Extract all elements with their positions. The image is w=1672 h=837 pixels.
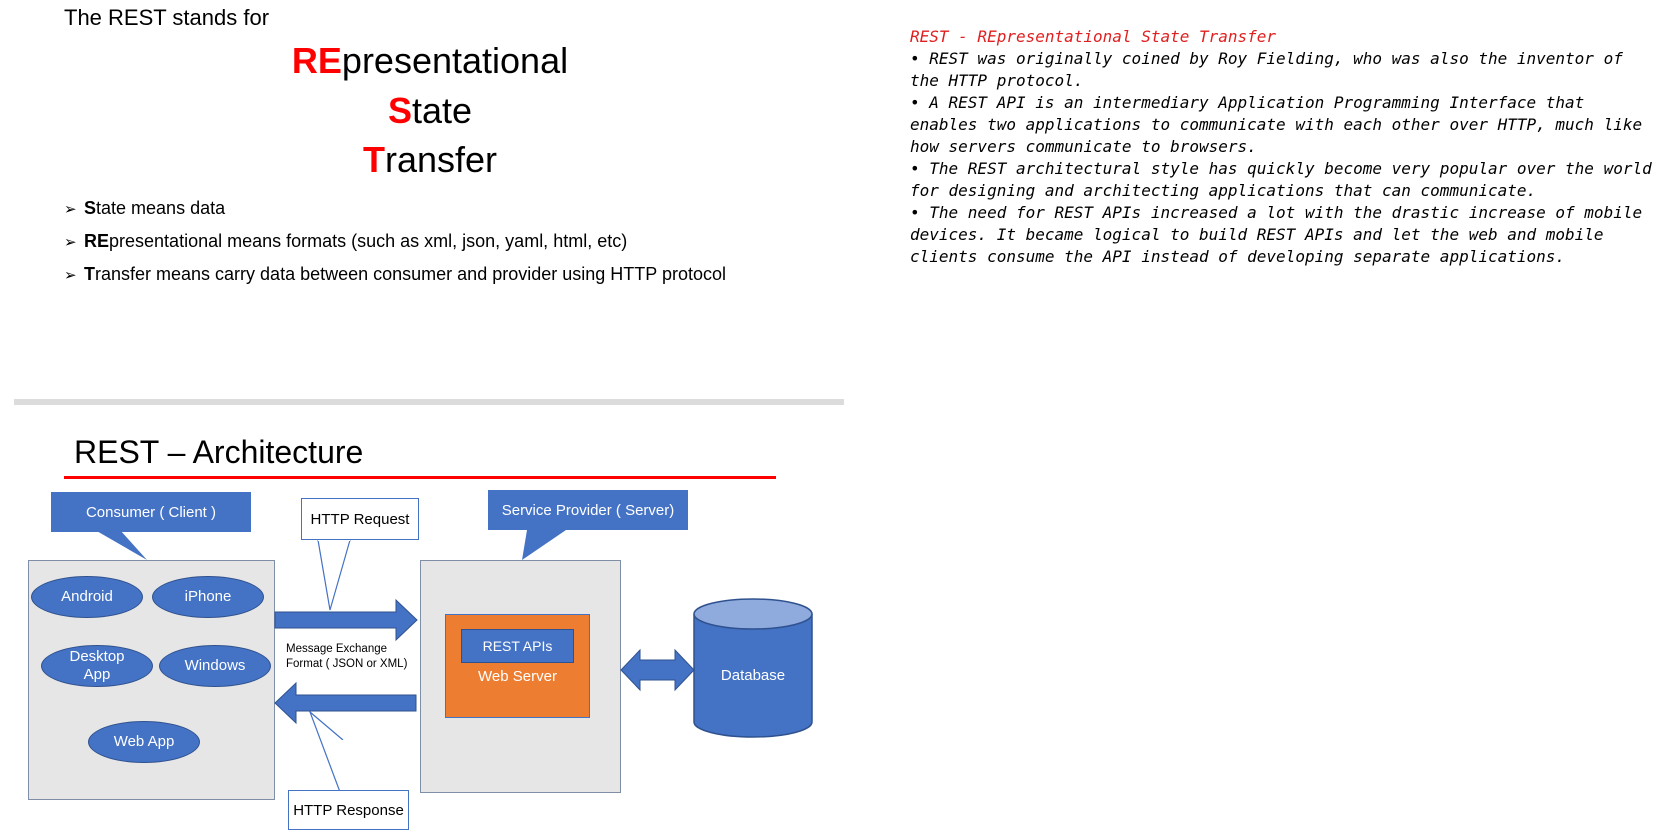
notes-point: • A REST API is an intermediary Applicat… — [910, 93, 1643, 156]
database-label: Database — [720, 667, 786, 684]
notes-point: • The REST architectural style has quick… — [910, 159, 1652, 200]
bullet-text: tate means data — [96, 198, 226, 218]
notes-block: REST - REpresentational State Transfer •… — [910, 26, 1655, 268]
rest-apis-box: REST APIs — [461, 629, 574, 663]
request-callout-tail — [317, 539, 351, 611]
message-line: Format ( JSON or XML) — [286, 658, 408, 670]
client-windows: Windows — [159, 645, 271, 687]
http-response-callout: HTTP Response — [288, 790, 409, 830]
client-iphone: iPhone — [152, 576, 264, 618]
notes-title: REST - REpresentational State Transfer — [910, 27, 1277, 46]
acronym-highlight: RE — [291, 40, 342, 81]
client-desktop-line: App — [83, 666, 111, 683]
database-icon — [693, 598, 813, 738]
notes-point: • REST was originally coined by Roy Fiel… — [910, 49, 1623, 90]
section-divider — [14, 399, 844, 405]
bullet-item: ➢ State means data — [64, 198, 225, 219]
title-underline — [64, 476, 776, 479]
notes-point: • The need for REST APIs increased a lot… — [910, 203, 1643, 266]
acronym-highlight: S — [387, 90, 412, 131]
provider-callout: Service Provider ( Server) — [488, 490, 688, 530]
acronym-rest: tate — [411, 90, 473, 131]
bullet-text: presentational means formats (such as xm… — [109, 231, 628, 251]
client-web-app: Web App — [88, 721, 200, 763]
acronym-line-representational: REpresentational — [0, 40, 860, 82]
arrow-bullet-icon: ➢ — [64, 267, 77, 284]
acronym-line-state: State — [0, 90, 860, 132]
consumer-callout-tail — [95, 530, 147, 560]
response-callout-tail — [308, 710, 344, 801]
arrow-bullet-icon: ➢ — [64, 201, 77, 218]
bullet-bold: RE — [84, 231, 110, 251]
web-server-label: Web Server — [478, 668, 557, 685]
http-request-callout: HTTP Request — [301, 498, 419, 540]
provider-callout-tail — [522, 530, 566, 560]
bullet-bold: S — [84, 198, 97, 218]
bullet-bold: T — [84, 264, 95, 284]
bidirectional-arrow-icon — [620, 648, 695, 692]
bullet-item: ➢ Transfer means carry data between consu… — [64, 264, 726, 285]
client-android: Android — [31, 576, 143, 618]
bullet-item: ➢ REpresentational means formats (such as… — [64, 231, 627, 252]
acronym-highlight: T — [362, 139, 385, 180]
acronym-rest: presentational — [341, 40, 569, 81]
consumer-callout: Consumer ( Client ) — [51, 492, 251, 532]
bullet-text: ransfer means carry data between consume… — [95, 264, 726, 284]
acronym-line-transfer: Transfer — [0, 139, 860, 181]
response-arrow-icon — [274, 681, 417, 725]
client-desktop-line: Desktop — [69, 648, 125, 665]
intro-heading: The REST stands for — [64, 5, 270, 30]
acronym-rest: ransfer — [384, 139, 498, 180]
client-desktop-app: Desktop App — [41, 645, 153, 687]
architecture-title: REST – Architecture — [74, 434, 364, 470]
arrow-bullet-icon: ➢ — [64, 234, 77, 251]
request-arrow-icon — [274, 598, 418, 642]
message-format-label: Message Exchange Format ( JSON or XML) — [286, 642, 416, 672]
message-line: Message Exchange — [286, 643, 388, 655]
